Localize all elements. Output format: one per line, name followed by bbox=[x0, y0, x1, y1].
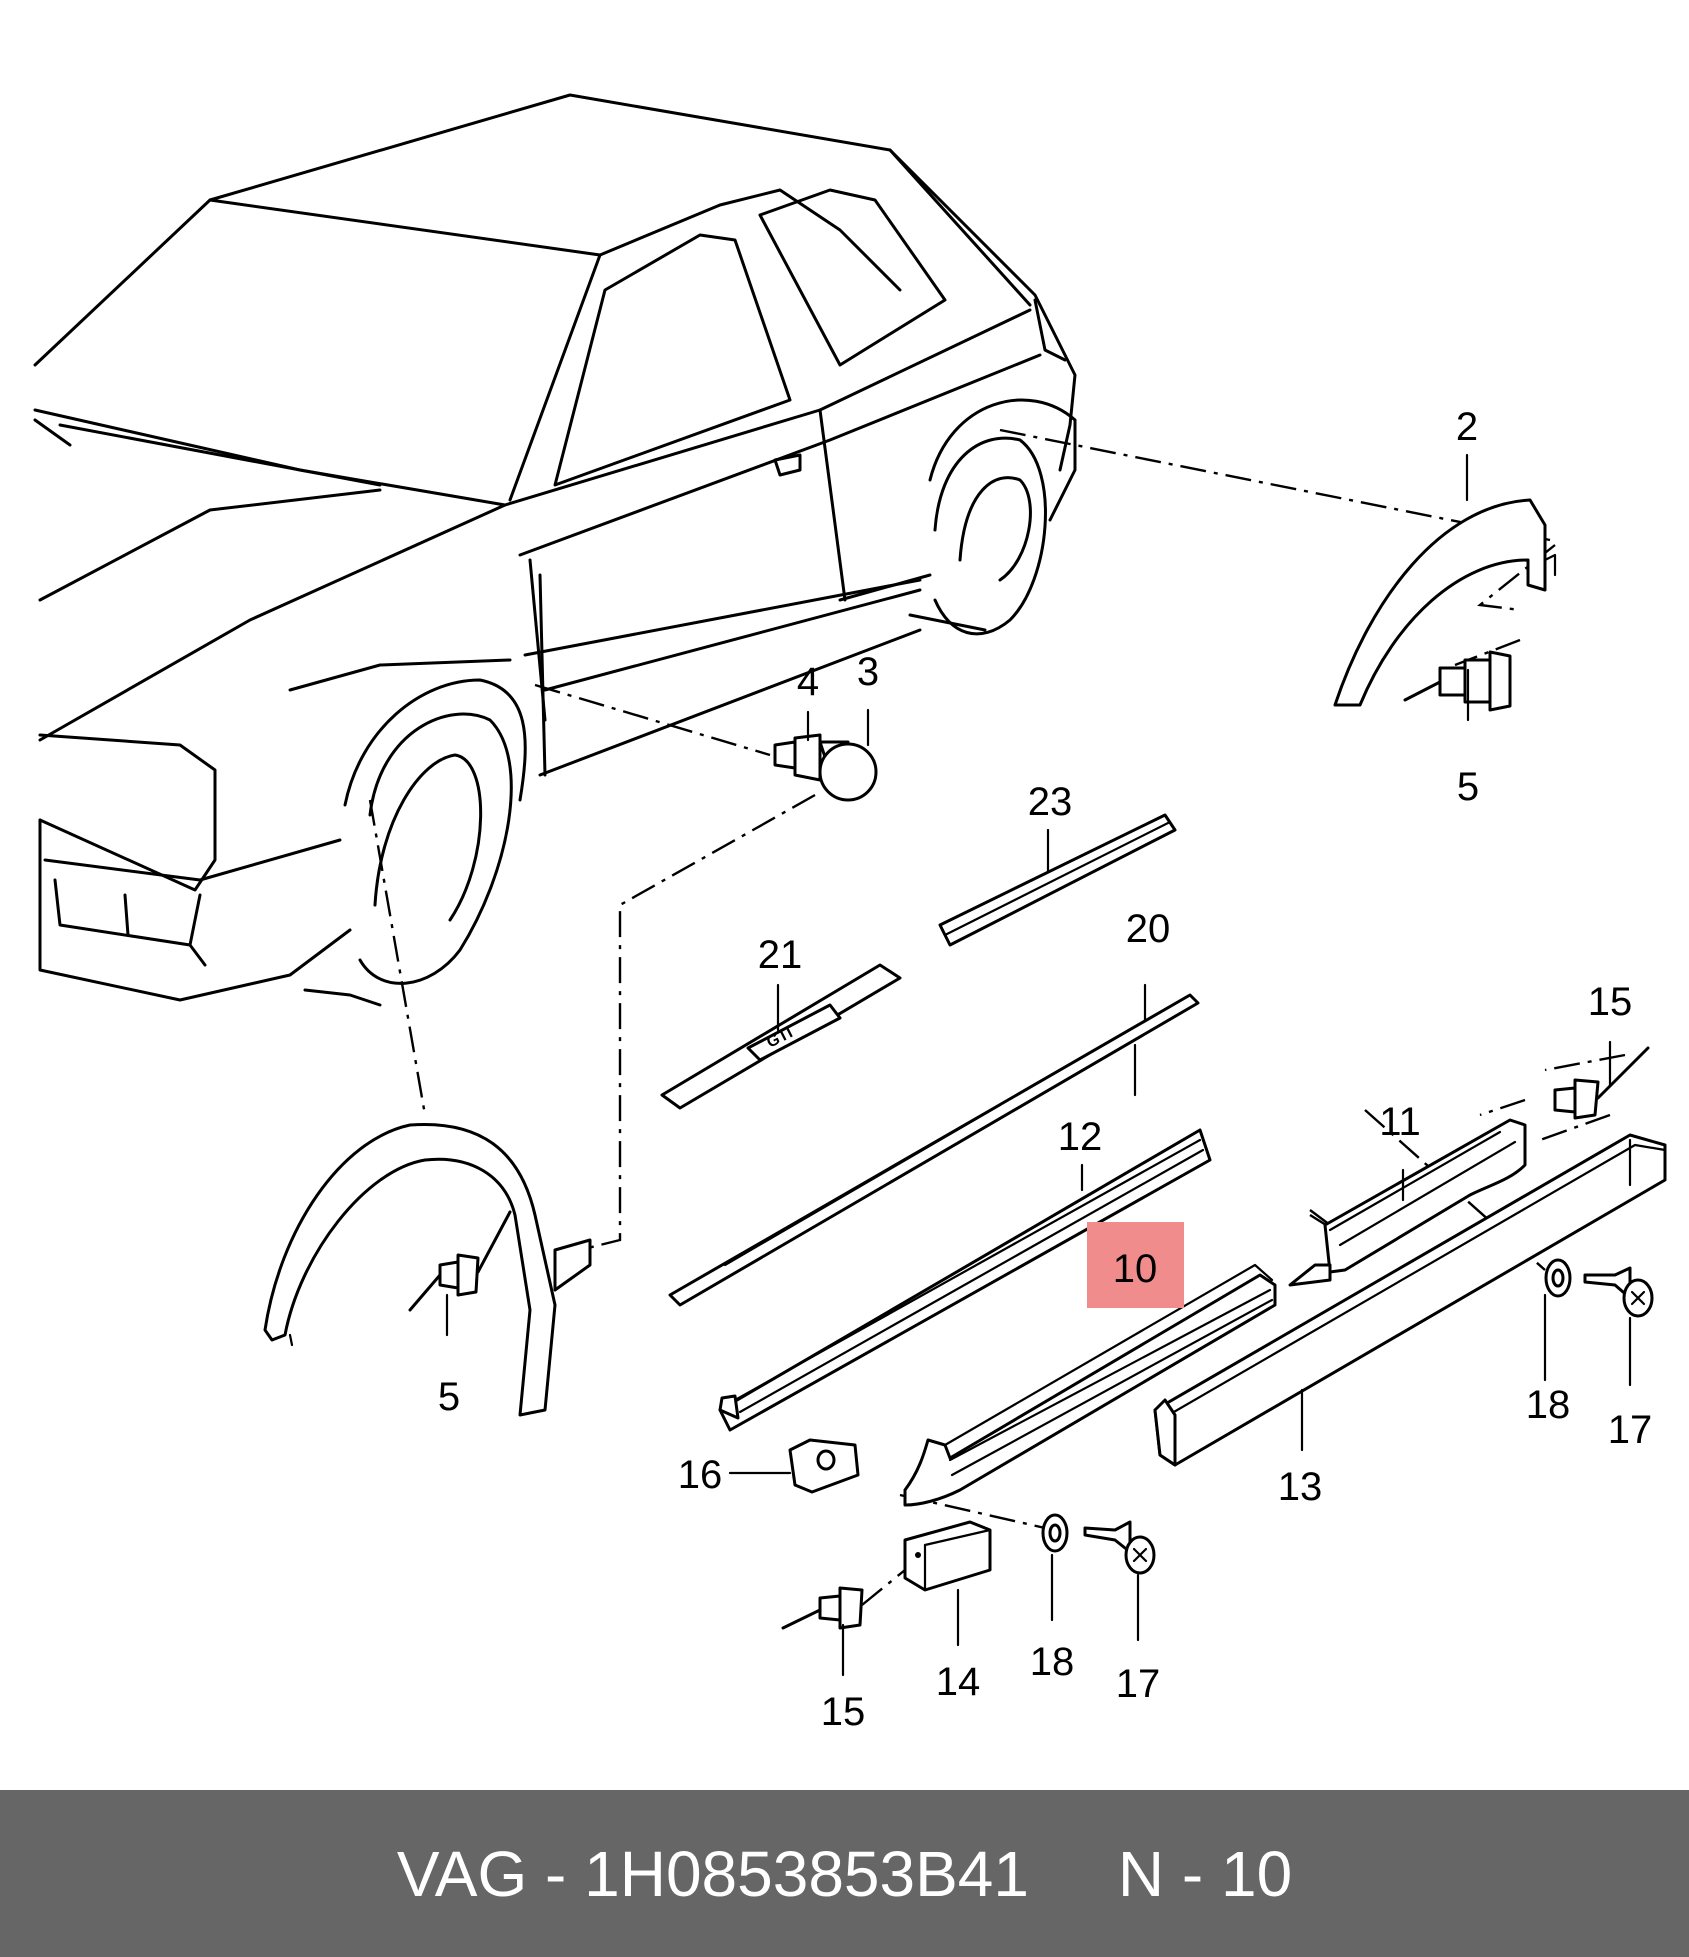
label-2: 2 bbox=[1456, 405, 1478, 449]
label-18-bottom: 18 bbox=[1030, 1640, 1075, 1684]
part-16-clip bbox=[788, 1438, 860, 1494]
part-11-sill-end-piece bbox=[1288, 1118, 1527, 1287]
label-16: 16 bbox=[678, 1453, 723, 1497]
part-17-screw-right bbox=[1583, 1266, 1654, 1318]
label-4: 4 bbox=[797, 660, 819, 704]
label-5-rear: 5 bbox=[1457, 765, 1479, 809]
footer-position-prefix: N bbox=[1117, 1837, 1165, 1910]
footer-part-number: 1H0853853B41 bbox=[584, 1837, 1029, 1910]
highlight-box-part-10 bbox=[1087, 1222, 1184, 1308]
part-18-washer-right bbox=[1544, 1258, 1572, 1298]
footer-brand: VAG bbox=[396, 1837, 528, 1910]
label-12: 12 bbox=[1058, 1115, 1103, 1159]
label-15-right: 15 bbox=[1588, 980, 1633, 1024]
part-10-sill-cover bbox=[903, 1263, 1277, 1507]
label-20: 20 bbox=[1126, 907, 1171, 951]
part-3-4-clip bbox=[773, 733, 878, 802]
part-5-rivet-rear bbox=[1403, 650, 1512, 712]
part-number-footer: VAG - 1H0853853B41 N - 10 bbox=[0, 1790, 1689, 1957]
label-15-bottom: 15 bbox=[821, 1690, 866, 1734]
part-23-trim-strip bbox=[938, 813, 1177, 947]
label-17-right: 17 bbox=[1608, 1408, 1653, 1452]
label-23: 23 bbox=[1028, 780, 1073, 824]
part-15-rivet-right bbox=[1553, 1046, 1650, 1120]
part-17-screw-bottom bbox=[1083, 1520, 1156, 1575]
part-20-moulding-strip bbox=[668, 993, 1200, 1307]
footer-position-separator: - bbox=[1181, 1837, 1204, 1910]
label-3: 3 bbox=[857, 650, 879, 694]
part-13-sill-profile bbox=[1153, 1133, 1667, 1467]
part-labels: 2 4 3 5 23 21 20 15 11 12 10 5 16 18 17 … bbox=[438, 405, 1652, 1734]
label-11: 11 bbox=[1379, 1100, 1421, 1144]
part-2-rear-wheel-arch-trim bbox=[1333, 498, 1547, 707]
part-18-washer-bottom bbox=[1041, 1513, 1069, 1553]
part-14-bracket bbox=[903, 1520, 992, 1592]
label-21: 21 bbox=[758, 933, 803, 977]
part-15-rivet-bottom bbox=[781, 1569, 906, 1630]
part-5-front-wheel-arch-trim bbox=[263, 1122, 557, 1417]
parts-diagram: GTI bbox=[33, 93, 1667, 1734]
part-21-badge-strip: GTI bbox=[660, 963, 902, 1110]
label-17-bottom: 17 bbox=[1116, 1662, 1161, 1706]
part-12-sill-channel bbox=[718, 1128, 1212, 1432]
label-leader-lines bbox=[445, 453, 1632, 1677]
label-13: 13 bbox=[1278, 1465, 1323, 1509]
label-10: 10 bbox=[1113, 1247, 1158, 1291]
car-body-outline bbox=[33, 93, 1077, 1007]
part-5-rivet-front bbox=[408, 1210, 512, 1312]
label-14: 14 bbox=[936, 1660, 981, 1704]
footer-position-number: 10 bbox=[1220, 1837, 1293, 1910]
label-5-front: 5 bbox=[438, 1375, 460, 1419]
footer-separator: - bbox=[545, 1837, 567, 1910]
label-18-right: 18 bbox=[1526, 1383, 1571, 1427]
